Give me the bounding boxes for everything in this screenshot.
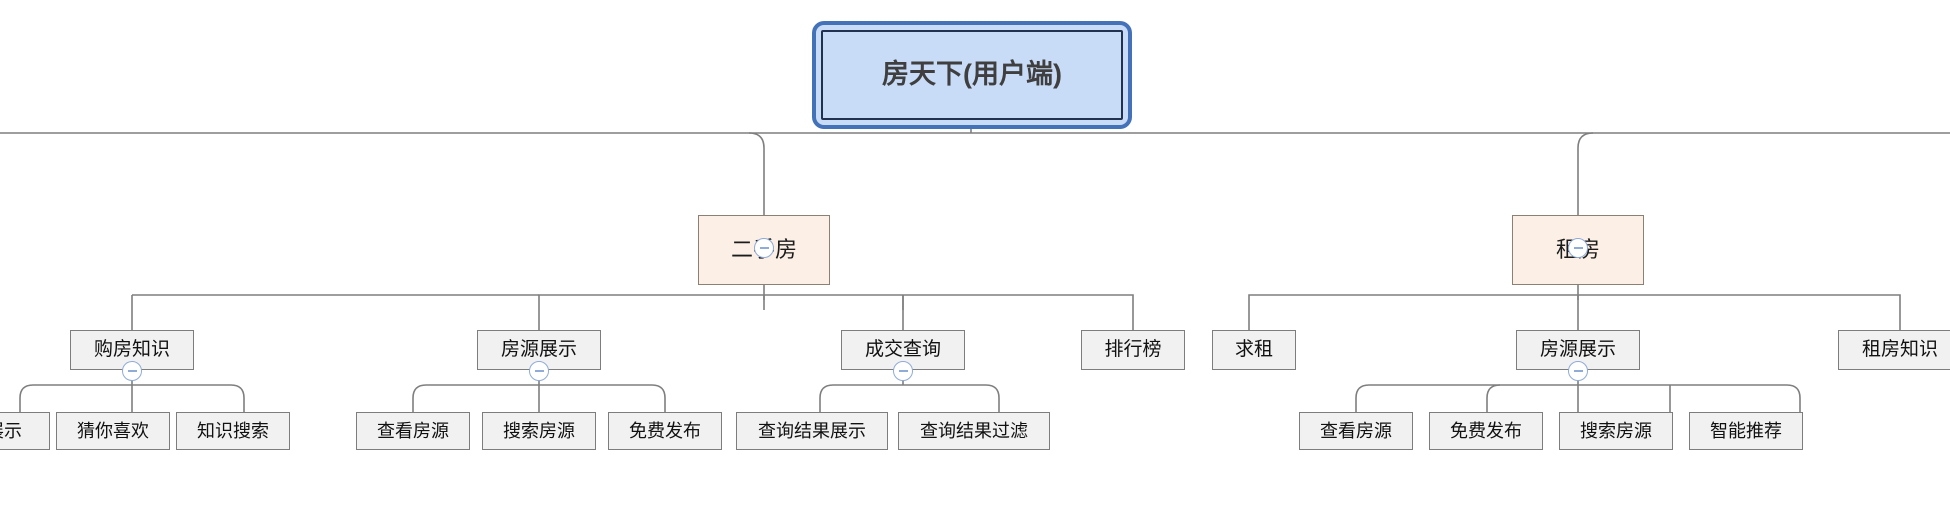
collapse-toggle-fangyuanzhanshi-left[interactable] [529,361,549,381]
node-zufangzhishi[interactable]: 租房知识 [1838,330,1950,370]
collapse-toggle-chengjiaochaxun[interactable] [893,361,913,381]
root-node-frame[interactable]: 房天下(用户端) [812,21,1132,129]
node-paihangbang[interactable]: 排行榜 [1081,330,1185,370]
root-node[interactable]: 房天下(用户端) [821,30,1123,120]
leaf-zhanshi-clipped[interactable]: 展示 [0,412,50,450]
collapse-toggle-ershoufang[interactable] [754,238,774,258]
leaf-zhishisousuo[interactable]: 知识搜索 [176,412,290,450]
leaf-chaxunjieguozhanshi[interactable]: 查询结果展示 [736,412,888,450]
leaf-cainixihuan[interactable]: 猜你喜欢 [56,412,170,450]
collapse-toggle-fangyuanzhanshi-right[interactable] [1568,361,1588,381]
leaf-chakanfangyuan-1[interactable]: 查看房源 [356,412,470,450]
leaf-mianfeifabu-2[interactable]: 免费发布 [1429,412,1543,450]
leaf-chaxunjieguoguolv[interactable]: 查询结果过滤 [898,412,1050,450]
node-qiuzu[interactable]: 求租 [1212,330,1296,370]
collapse-toggle-zufang[interactable] [1568,238,1588,258]
leaf-sousuofangyuan-2[interactable]: 搜索房源 [1559,412,1673,450]
leaf-mianfeifabu-1[interactable]: 免费发布 [608,412,722,450]
leaf-sousuofangyuan-1[interactable]: 搜索房源 [482,412,596,450]
leaf-zhinengtuijian[interactable]: 智能推荐 [1689,412,1803,450]
collapse-toggle-goufangzhishi[interactable] [122,361,142,381]
leaf-chakanfangyuan-2[interactable]: 查看房源 [1299,412,1413,450]
